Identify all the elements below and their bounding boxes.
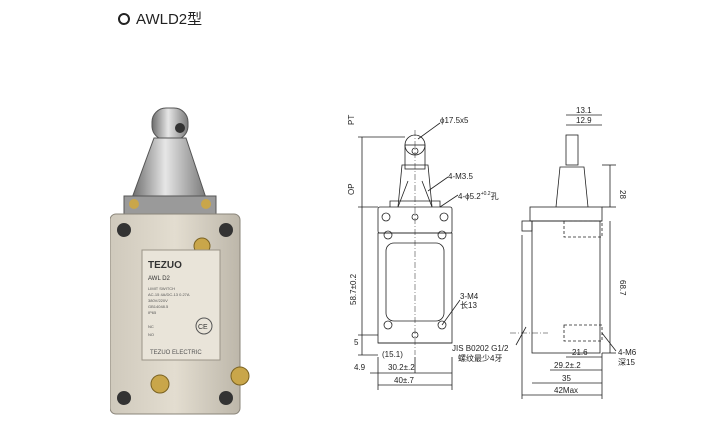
ce-mark: CE [198,324,208,331]
nameplate [141,249,221,361]
dim-292: 29.2±.2 [554,361,581,370]
brand-label: TEZUO [148,260,182,271]
model-title-text: AWLD2型 [136,11,203,28]
dim-m35: 4-M3.5 [448,172,473,181]
circle-bullet-icon [118,12,130,25]
nameplate-line: IP65 [148,310,157,315]
dim-5: 5 [354,338,359,347]
mount-hole-icon [219,223,233,237]
mount-hole-icon [117,223,131,237]
dim-m6-depth: 深15 [618,358,635,367]
footer-label: TEZUO ELECTRIC [150,350,202,356]
nameplate-line: LIMIT SWITCH [148,286,175,291]
dim-height: 58.7±0.2 [349,273,358,305]
side-view [510,114,617,399]
mount-hole-icon [219,391,233,405]
dim-302: 30.2±.2 [388,363,415,372]
dim-15: (15.1) [382,350,403,359]
dim-w131: 13.1 [576,106,592,115]
technical-drawing: PT OP ϕ17.5x5 4-M3.5 4-ϕ5.2+0.2孔 58.7±0.… [347,106,637,399]
model-title: AWLD2型 [118,8,202,29]
terminal-screw-icon [230,366,250,386]
nameplate-line: NO [148,332,154,337]
nameplate-line: GB14048.5 [148,304,169,309]
nameplate-line: AC-15 4A/DC-13 0.27A [148,292,190,297]
product-photo: TEZUO AWL D2 LIMIT SWITCH AC-15 4A/DC-13… [110,107,250,415]
dim-216: 21.6 [572,348,588,357]
dim-m6: 4-M6 [618,348,637,357]
dim-h28: 28 [618,190,627,199]
dim-jis-2: 螺纹最少4牙 [458,353,502,363]
dim-pt: PT [347,115,356,125]
dim-m4-depth: 长13 [460,300,477,310]
dim-h687: 68.7 [618,280,627,296]
dim-hole: 4-ϕ5.2+0.2孔 [458,191,499,201]
dim-w129: 12.9 [576,116,592,125]
dim-49: 4.9 [354,363,366,372]
dim-42: 42Max [554,386,578,395]
terminal-screw-icon [150,374,170,394]
dim-op: OP [347,183,356,195]
dim-jis: JIS B0202 G1/2 [452,344,509,353]
mount-hole-icon [117,391,131,405]
nameplate-line: 380V/220V [148,298,168,303]
lever-housing [131,137,207,199]
dim-35: 35 [562,374,571,383]
dim-40: 40±.7 [394,376,415,385]
front-view [358,122,461,390]
model-label: AWL D2 [148,276,171,282]
nameplate-line: NC [148,324,154,329]
dim-roller: ϕ17.5x5 [440,116,469,125]
dim-m4: 3-M4 [460,292,479,301]
